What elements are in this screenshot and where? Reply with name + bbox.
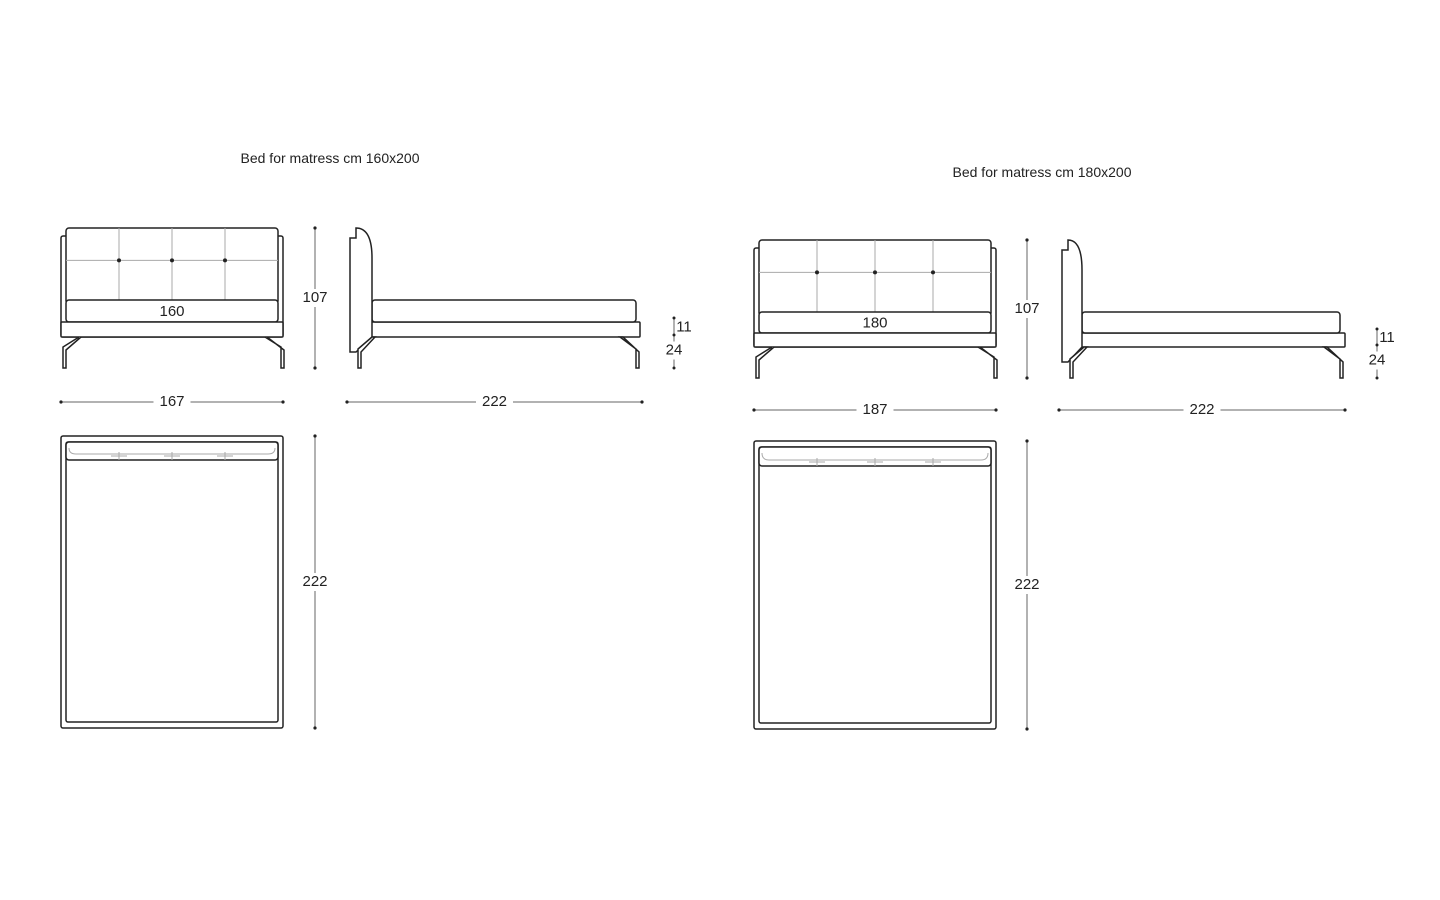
detail-dot [672, 316, 676, 320]
height-dimension-label: 107 [1014, 300, 1039, 317]
leg [357, 336, 377, 369]
height-dimension-dot [1025, 238, 1029, 242]
width-dimension-label-bg [856, 401, 894, 419]
width-dimension-dot [59, 400, 63, 404]
mattress-outline [65, 441, 279, 723]
leg-height-label-bg [1363, 351, 1391, 370]
leg [264, 336, 285, 369]
width-dimension-label: 187 [862, 401, 887, 418]
mattress [1081, 311, 1341, 334]
bed-base [363, 321, 641, 338]
length-dimension-dot [640, 400, 644, 404]
base-height-label: 11 [676, 318, 692, 335]
button-tuft [117, 258, 121, 263]
detail-dot [672, 366, 676, 370]
top-view: 222 [60, 434, 334, 730]
mattress-width-label: 180 [862, 314, 887, 331]
length-dimension-label: 222 [482, 393, 507, 410]
bed-base [60, 321, 284, 338]
button-tuft [170, 258, 174, 263]
button-tuft [873, 270, 877, 275]
top-length-dimension-label: 222 [302, 573, 327, 590]
front-view: 160 107 167 [59, 226, 334, 411]
leg [617, 336, 640, 369]
length-dimension-label: 222 [1189, 401, 1214, 418]
length-dimension-dot [345, 400, 349, 404]
headboard [349, 227, 373, 353]
detail-dot [1375, 327, 1379, 331]
leg-height-label: 24 [666, 341, 683, 358]
top-length-dimension-dot [1025, 727, 1029, 731]
leg [977, 346, 998, 379]
mattress-width-label: 160 [159, 303, 184, 320]
height-dimension-label-bg [1008, 300, 1046, 318]
headboard [1061, 239, 1083, 363]
button-tuft [815, 270, 819, 275]
leg-height-label-bg [660, 341, 688, 360]
bed-base [1074, 332, 1346, 348]
mattress [371, 299, 637, 323]
height-dimension-label-bg [296, 289, 334, 307]
base-height-label: 11 [1379, 329, 1395, 346]
top-length-dimension-dot [1025, 439, 1029, 443]
bed-180-title: Bed for matress cm 180x200 [952, 164, 1132, 180]
leg [755, 346, 775, 379]
width-dimension-dot [994, 408, 998, 412]
width-dimension-label: 167 [159, 393, 184, 410]
length-dimension-dot [1057, 408, 1061, 412]
top-length-dimension-dot [313, 434, 317, 438]
width-dimension-label-bg [153, 393, 191, 411]
leg [1321, 346, 1344, 379]
bed-base [753, 332, 997, 348]
detail-dot [1375, 376, 1379, 380]
height-dimension-dot [1025, 376, 1029, 380]
detail-dot [672, 333, 676, 337]
front-view: 180 107 187 [752, 238, 1046, 419]
button-tuft [223, 258, 227, 263]
top-length-dimension-label-bg [296, 573, 334, 591]
leg [62, 336, 82, 369]
leg [1069, 346, 1089, 379]
height-dimension-label: 107 [302, 289, 327, 306]
width-dimension-dot [752, 408, 756, 412]
detail-dot [1375, 343, 1379, 347]
mattress-outline [758, 446, 992, 724]
top-view: 222 [753, 439, 1046, 731]
length-dimension-dot [1343, 408, 1347, 412]
leg-height-label: 24 [1369, 351, 1386, 368]
height-dimension-dot [313, 366, 317, 370]
bed-160-title: Bed for matress cm 160x200 [240, 150, 420, 166]
top-length-dimension-dot [313, 726, 317, 730]
top-length-dimension-label: 222 [1014, 576, 1039, 593]
height-dimension-dot [313, 226, 317, 230]
top-length-dimension-label-bg [1008, 576, 1046, 594]
length-dimension-label-bg [476, 393, 513, 411]
width-dimension-dot [281, 400, 285, 404]
length-dimension-label-bg [1183, 401, 1221, 419]
button-tuft [931, 270, 935, 275]
